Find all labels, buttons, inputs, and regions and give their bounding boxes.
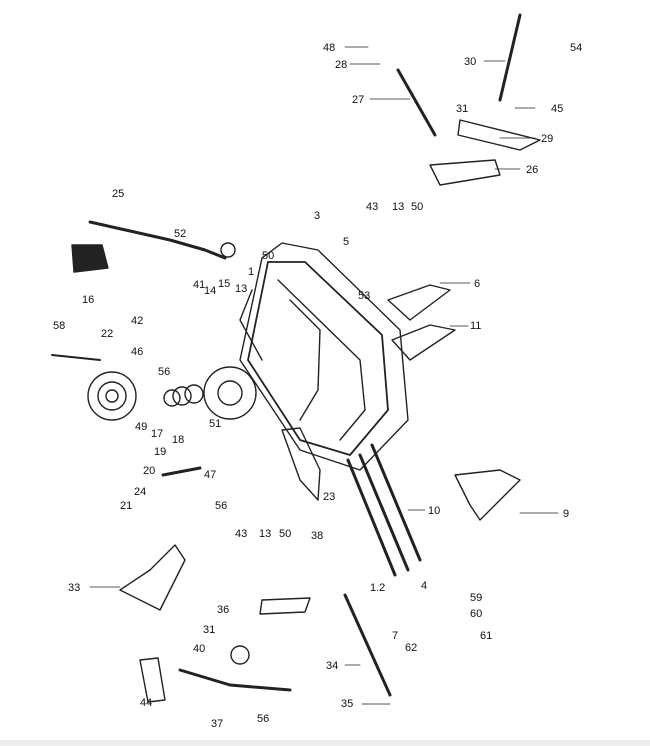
part-label-43: 43 xyxy=(235,528,248,540)
rod-part xyxy=(343,593,392,697)
shaft-part xyxy=(346,458,397,577)
bottom-band xyxy=(0,740,650,746)
part-label-62: 62 xyxy=(405,642,418,654)
part-label-37: 37 xyxy=(211,718,224,730)
part-label-13: 13 xyxy=(235,283,248,295)
part-label-36: 36 xyxy=(217,604,230,616)
part-label-59: 59 xyxy=(470,592,483,604)
housing-part xyxy=(247,261,389,456)
part-label-42: 42 xyxy=(131,315,144,327)
bracket-part xyxy=(281,427,321,501)
lower-fork-part xyxy=(119,544,186,611)
part-label-18: 18 xyxy=(172,434,185,446)
part-label-29: 29 xyxy=(541,133,554,145)
part-label-17: 17 xyxy=(151,428,164,440)
part-label-41: 41 xyxy=(193,279,206,291)
part-label-50: 50 xyxy=(411,201,424,213)
part-label-13: 13 xyxy=(259,528,272,540)
gasket-part xyxy=(239,242,409,471)
part-label-60: 60 xyxy=(470,608,483,620)
part-label-49: 49 xyxy=(135,421,148,433)
part-label-56: 56 xyxy=(215,500,228,512)
part-label-31: 31 xyxy=(203,624,216,636)
part-label-50: 50 xyxy=(262,250,275,262)
part-label-34: 34 xyxy=(326,660,339,672)
part-label-33: 33 xyxy=(68,582,81,594)
part-label-54: 54 xyxy=(570,42,583,54)
part-label-15: 15 xyxy=(218,278,231,290)
part-label-6: 6 xyxy=(474,278,481,290)
part-label-14: 14 xyxy=(204,285,217,297)
part-label-45: 45 xyxy=(551,103,564,115)
part-label-22: 22 xyxy=(101,328,114,340)
part-label-38: 38 xyxy=(311,530,324,542)
part-label-20: 20 xyxy=(143,465,156,477)
part-label-51: 51 xyxy=(209,418,222,430)
part-label-56: 56 xyxy=(158,366,171,378)
part-label-50: 50 xyxy=(279,528,292,540)
part-label-48: 48 xyxy=(323,42,336,54)
part-label-35: 35 xyxy=(341,698,354,710)
bearing-part xyxy=(203,366,257,420)
part-label-46: 46 xyxy=(131,346,144,358)
part-label-44: 44 xyxy=(140,697,153,709)
part-label-58: 58 xyxy=(53,320,66,332)
part-label-11: 11 xyxy=(470,320,482,332)
cover-part xyxy=(87,371,137,421)
top-lever-part xyxy=(498,13,522,102)
fork-part xyxy=(387,284,451,321)
part-label-56: 56 xyxy=(257,713,270,725)
part-label-1: 1 xyxy=(248,266,255,278)
part-label-26: 26 xyxy=(526,164,539,176)
knob-part xyxy=(71,244,109,273)
part-label-23: 23 xyxy=(323,491,336,503)
part-label-5: 5 xyxy=(343,236,350,248)
part-label-3: 3 xyxy=(314,210,321,222)
fork-9-part xyxy=(454,469,521,521)
part-label-40: 40 xyxy=(193,643,206,655)
part-label-43: 43 xyxy=(366,201,379,213)
part-label-4: 4 xyxy=(421,580,428,592)
bolt-part xyxy=(51,354,101,361)
part-label-19: 19 xyxy=(154,446,167,458)
part-label-47: 47 xyxy=(204,469,217,481)
gear-lever-part xyxy=(88,220,227,260)
part-label-16: 16 xyxy=(82,294,95,306)
part-label-7: 7 xyxy=(392,630,399,642)
spring-part xyxy=(161,466,202,477)
part-label-61: 61 xyxy=(480,630,493,642)
part-label-9: 9 xyxy=(563,508,570,520)
part-label-24: 24 xyxy=(134,486,147,498)
part-label-53: 53 xyxy=(358,290,371,302)
part-label-28: 28 xyxy=(335,59,348,71)
part-label-13: 13 xyxy=(392,201,405,213)
part-label-25: 25 xyxy=(112,188,125,200)
part-label-27: 27 xyxy=(352,94,365,106)
part-label-1-2: 1.2 xyxy=(370,582,386,594)
part-label-21: 21 xyxy=(120,500,133,512)
part-label-10: 10 xyxy=(428,505,441,517)
part-label-52: 52 xyxy=(174,228,187,240)
part-label-31: 31 xyxy=(456,103,469,115)
part-label-30: 30 xyxy=(464,56,477,68)
